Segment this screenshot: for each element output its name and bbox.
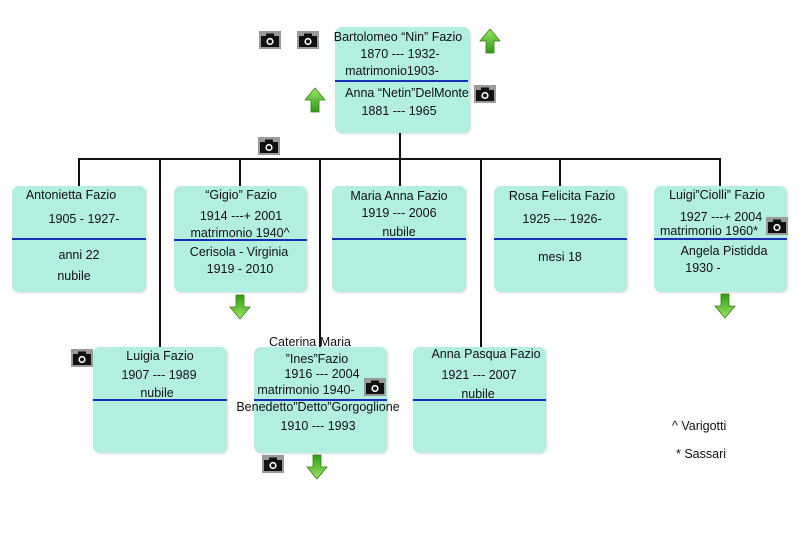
- root-divider: [335, 80, 468, 82]
- child-name: Antonietta Fazio: [25, 188, 117, 202]
- child-divider: [654, 238, 787, 240]
- child-name: “Gigio” Fazio: [205, 188, 277, 202]
- drop-line-antonietta: [78, 158, 80, 187]
- child-name: Anna Pasqua Fazio: [431, 347, 541, 361]
- root-person-years: 1870 --- 1932-: [360, 47, 440, 61]
- camera-icon[interactable]: [258, 137, 280, 155]
- child-detail: nubile: [382, 225, 416, 239]
- root-marriage: matrimonio1903-: [345, 64, 439, 78]
- child-years: 1927 ---+ 2004: [679, 210, 763, 224]
- camera-icon[interactable]: [474, 85, 496, 103]
- child-years: 1925 --- 1926-: [522, 212, 602, 226]
- child-detail: nubile: [57, 269, 91, 283]
- child-divider: [494, 238, 627, 240]
- child-divider: [93, 399, 227, 401]
- child-divider: [12, 238, 146, 240]
- child-spouse-name: Angela Pistidda: [680, 244, 768, 258]
- drop-line-rosa: [559, 158, 561, 187]
- child-divider: [413, 399, 546, 401]
- trunk-line: [399, 132, 401, 160]
- child-years: 1921 --- 2007: [441, 368, 517, 382]
- child-name: Luigia Fazio: [126, 349, 194, 363]
- child-marriage: matrimonio 1940-: [257, 383, 355, 397]
- child-divider: [174, 239, 307, 241]
- child-divider: [332, 238, 466, 240]
- legend-sassari: * Sassari: [676, 447, 727, 461]
- root-spouse-name: Anna “Netin”DelMonte: [345, 86, 469, 100]
- drop-line-luigi: [719, 158, 721, 187]
- camera-icon[interactable]: [364, 378, 386, 396]
- child-name: Rosa Felicita Fazio: [508, 189, 616, 203]
- child-divider: [254, 399, 387, 401]
- green-down-arrow-icon[interactable]: [714, 293, 736, 319]
- child-detail: nubile: [140, 386, 174, 400]
- drop-line-luigia: [159, 158, 161, 347]
- child-name-line1: Caterina Maria: [269, 335, 351, 349]
- child-years: 1914 ---+ 2001: [199, 209, 283, 223]
- drop-line-gigio: [239, 158, 241, 187]
- drop-line-caterina: [319, 158, 321, 347]
- green-down-arrow-icon[interactable]: [306, 454, 328, 480]
- child-spouse-years: 1910 --- 1993: [280, 419, 356, 433]
- camera-icon[interactable]: [259, 31, 281, 49]
- child-years: 1919 --- 2006: [361, 206, 437, 220]
- drop-line-maria-anna: [399, 158, 401, 187]
- child-years: 1916 --- 2004: [284, 367, 360, 381]
- drop-line-anna-pasqua: [480, 158, 482, 347]
- child-years: 1905 - 1927-: [48, 212, 120, 226]
- child-spouse-name: Benedetto”Detto”Gorgoglione: [236, 400, 400, 414]
- root-person-name: Bartolomeo “Nin” Fazio: [333, 30, 463, 44]
- child-spouse-years: 1919 - 2010: [206, 262, 274, 276]
- camera-icon[interactable]: [262, 455, 284, 473]
- child-years: 1907 --- 1989: [121, 368, 197, 382]
- child-name: Luigi”Ciolli” Fazio: [669, 188, 765, 202]
- camera-icon[interactable]: [297, 31, 319, 49]
- child-name-line2: ”Ines”Fazio: [285, 352, 349, 366]
- root-spouse-years: 1881 --- 1965: [361, 104, 437, 118]
- child-name: Maria Anna Fazio: [350, 189, 448, 203]
- green-up-arrow-icon[interactable]: [479, 28, 501, 54]
- green-down-arrow-icon[interactable]: [229, 294, 251, 320]
- child-spouse-years: 1930 -: [685, 261, 721, 275]
- legend-varigotti: ^ Varigotti: [672, 419, 727, 433]
- camera-icon[interactable]: [766, 217, 788, 235]
- green-up-arrow-icon[interactable]: [304, 87, 326, 113]
- child-marriage: matrimonio 1940^: [190, 226, 290, 240]
- child-spouse-name: Cerisola - Virginia: [189, 245, 289, 259]
- child-marriage: matrimonio 1960*: [660, 224, 758, 238]
- child-detail: mesi 18: [538, 250, 582, 264]
- child-detail: anni 22: [58, 248, 100, 262]
- camera-icon[interactable]: [71, 349, 93, 367]
- child-detail: nubile: [461, 387, 495, 401]
